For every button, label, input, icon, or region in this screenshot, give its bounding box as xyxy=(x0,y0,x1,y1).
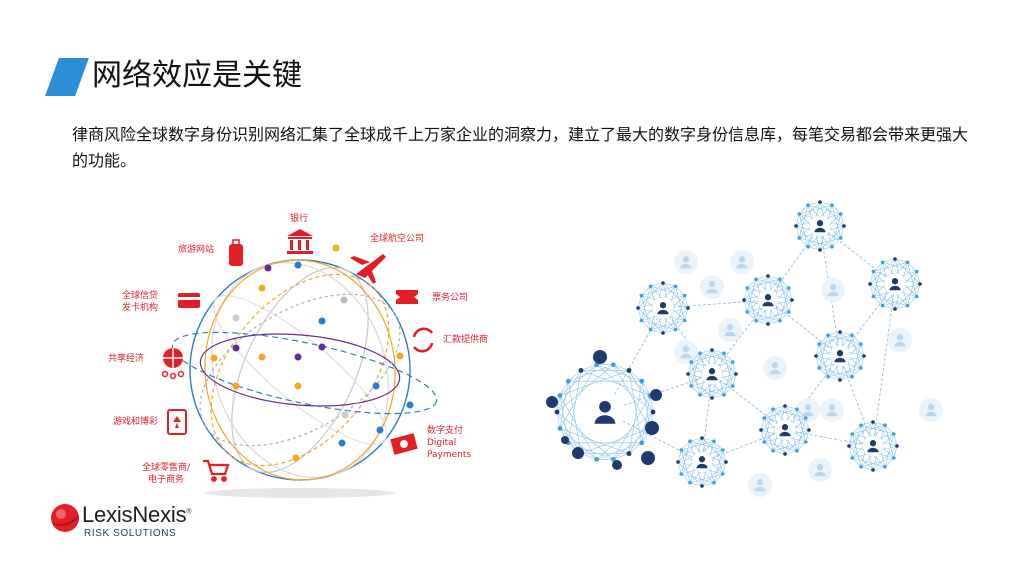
network-link xyxy=(768,300,840,356)
faint-person-node xyxy=(808,458,832,482)
network-link xyxy=(712,374,785,430)
network-link xyxy=(785,430,873,446)
faint-person-node xyxy=(730,250,754,274)
network-link xyxy=(768,226,820,300)
network-link xyxy=(702,430,785,462)
faint-person-node xyxy=(748,473,772,497)
network-link xyxy=(702,374,712,462)
person-node xyxy=(814,330,866,382)
faint-person-node xyxy=(700,275,724,299)
network-link xyxy=(820,226,895,284)
logo-registered-mark: ® xyxy=(186,509,191,516)
person-node xyxy=(676,436,728,488)
lexisnexis-logo-icon xyxy=(50,503,80,533)
faint-person-node xyxy=(821,278,845,302)
logo-wordmark: LexisNexis® xyxy=(82,502,191,528)
faint-person-node xyxy=(888,328,912,352)
person-node xyxy=(742,274,794,326)
person-node xyxy=(636,281,690,335)
logo-brand: LexisNexis xyxy=(82,502,186,527)
person-node xyxy=(868,257,922,311)
faint-person-node xyxy=(674,340,698,364)
faint-person-node xyxy=(718,318,742,342)
network-nodes xyxy=(546,200,922,488)
faint-person-node xyxy=(674,250,698,274)
faint-person-node xyxy=(763,356,787,380)
person-node xyxy=(546,350,662,470)
logo-tagline: RISK SOLUTIONS xyxy=(84,528,176,539)
faint-person-node xyxy=(919,398,943,422)
faint-person-node xyxy=(820,398,844,422)
person-node xyxy=(794,200,846,252)
person-node xyxy=(847,420,899,472)
